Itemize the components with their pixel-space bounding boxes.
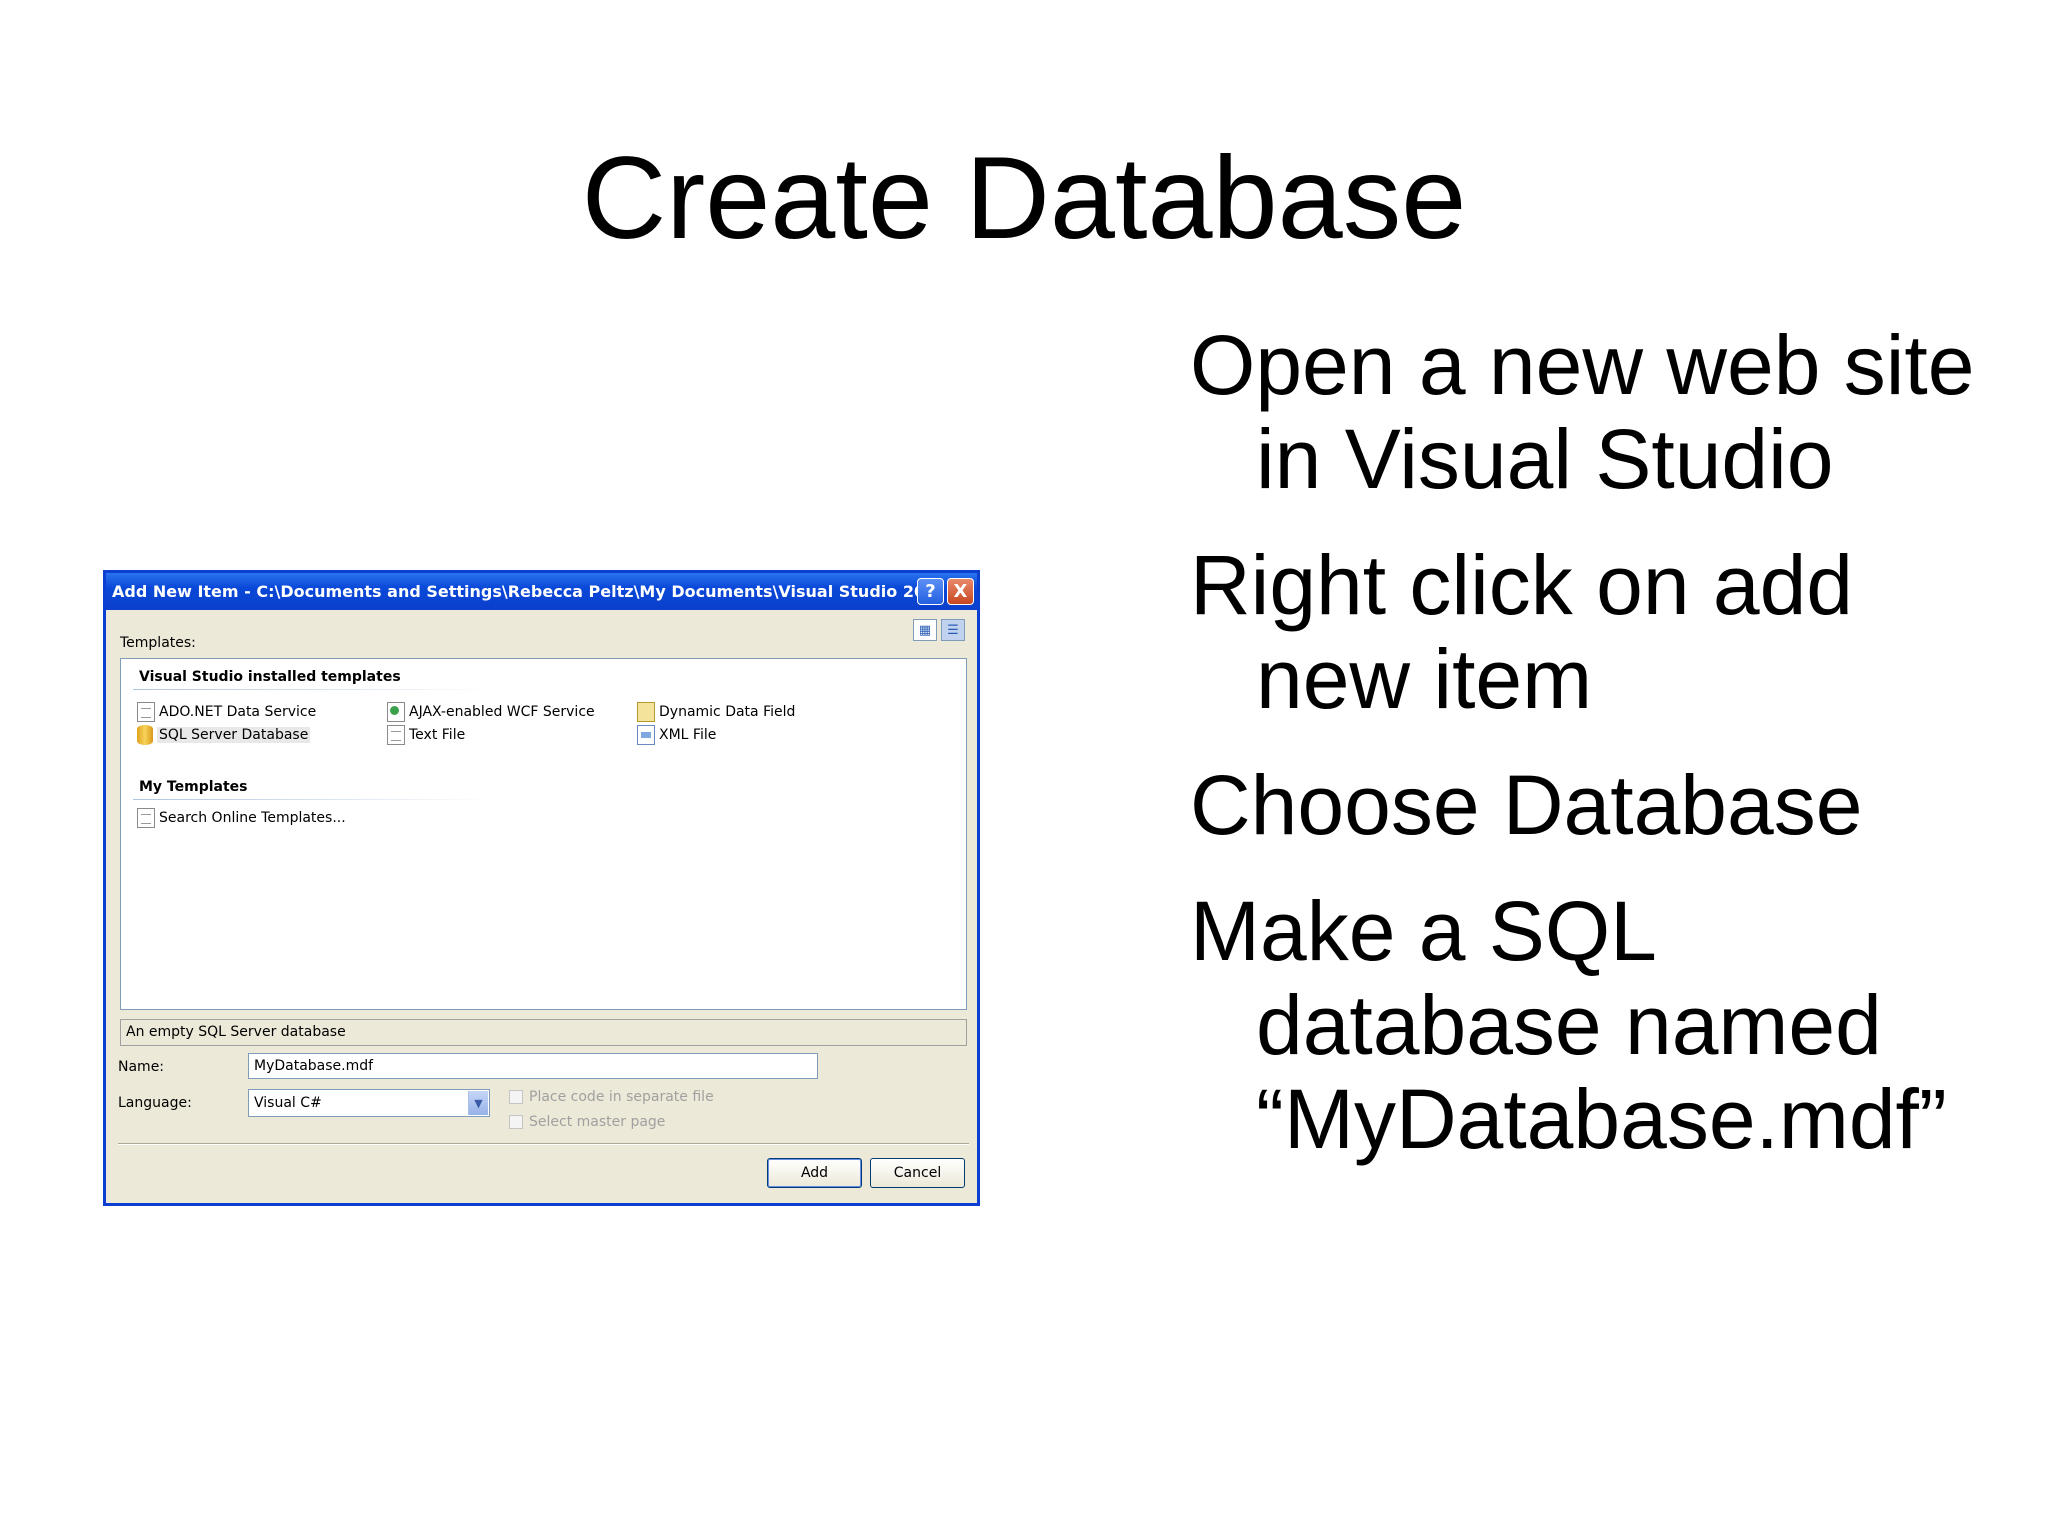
dialog-titlebar[interactable]: Add New Item - C:\Documents and Settings… (106, 573, 977, 610)
document-icon (387, 725, 405, 745)
name-label: Name: (118, 1059, 165, 1075)
place-code-label: Place code in separate file (529, 1089, 714, 1105)
bullet-item: Right click on add new item (1190, 538, 2020, 726)
database-icon (137, 725, 153, 745)
template-item-sql-server-database[interactable]: SQL Server Database (137, 724, 311, 746)
document-icon (137, 702, 155, 722)
bullet-item: Make a SQL database named “MyDatabase.md… (1190, 884, 2020, 1166)
bullet-text: Right click on add new item (1190, 538, 1854, 726)
language-value: Visual C# (254, 1095, 322, 1111)
template-item-xml-file[interactable]: XML File (637, 724, 716, 746)
group-divider (133, 799, 493, 800)
template-item-text-file[interactable]: Text File (387, 724, 465, 746)
bullet-list: Open a new web site in Visual Studio Rig… (1190, 318, 2020, 1198)
help-icon[interactable]: ? (917, 578, 944, 605)
group-title-installed: Visual Studio installed templates (139, 669, 401, 685)
xml-icon (637, 725, 655, 745)
place-code-checkbox[interactable]: Place code in separate file (509, 1089, 714, 1105)
master-page-label: Select master page (529, 1114, 666, 1130)
template-label: SQL Server Database (157, 727, 311, 743)
template-label: Text File (409, 727, 466, 743)
templates-list: Visual Studio installed templates ADO.NE… (120, 658, 967, 1010)
cancel-button[interactable]: Cancel (870, 1158, 965, 1188)
templates-label: Templates: (120, 635, 196, 651)
bullet-item: Open a new web site in Visual Studio (1190, 318, 2020, 506)
group-divider (133, 689, 493, 690)
template-item-ajax-wcf[interactable]: AJAX-enabled WCF Service (387, 701, 595, 723)
template-item-ado-net[interactable]: ADO.NET Data Service (137, 701, 316, 723)
add-button[interactable]: Add (767, 1158, 862, 1188)
checkbox-box[interactable] (509, 1090, 523, 1104)
bullet-text: Make a SQL database named “MyDatabase.md… (1190, 884, 1947, 1166)
template-label: AJAX-enabled WCF Service (409, 704, 595, 720)
bullet-text: Choose Database (1190, 758, 1863, 852)
dialog-title: Add New Item - C:\Documents and Settings… (112, 582, 917, 601)
service-icon (387, 702, 405, 722)
bullet-text: Open a new web site in Visual Studio (1190, 318, 1975, 506)
slide-title: Create Database (581, 132, 1467, 263)
name-field[interactable]: MyDatabase.mdf (248, 1053, 818, 1079)
checkbox-box[interactable] (509, 1115, 523, 1129)
list-view-icon[interactable]: ☰ (941, 619, 965, 641)
add-new-item-dialog: Add New Item - C:\Documents and Settings… (103, 570, 980, 1206)
chevron-down-icon[interactable]: ▼ (468, 1091, 488, 1115)
close-icon[interactable]: X (947, 578, 974, 605)
template-label: XML File (659, 727, 717, 743)
template-label: Search Online Templates... (159, 810, 346, 826)
template-label: ADO.NET Data Service (159, 704, 317, 720)
large-icons-view-icon[interactable]: ▦ (913, 619, 937, 641)
view-toggle: ▦ ☰ (913, 619, 965, 641)
language-select[interactable]: Visual C# ▼ (248, 1089, 490, 1117)
template-item-search-online[interactable]: Search Online Templates... (137, 807, 346, 829)
dynamic-data-icon (637, 702, 655, 722)
bullet-item: Choose Database (1190, 758, 2020, 852)
template-item-dynamic-data[interactable]: Dynamic Data Field (637, 701, 795, 723)
button-separator (118, 1143, 969, 1145)
group-title-my-templates: My Templates (139, 779, 248, 795)
language-label: Language: (118, 1095, 192, 1111)
template-description: An empty SQL Server database (120, 1019, 967, 1046)
master-page-checkbox[interactable]: Select master page (509, 1114, 665, 1130)
template-label: Dynamic Data Field (659, 704, 796, 720)
document-icon (137, 808, 155, 828)
